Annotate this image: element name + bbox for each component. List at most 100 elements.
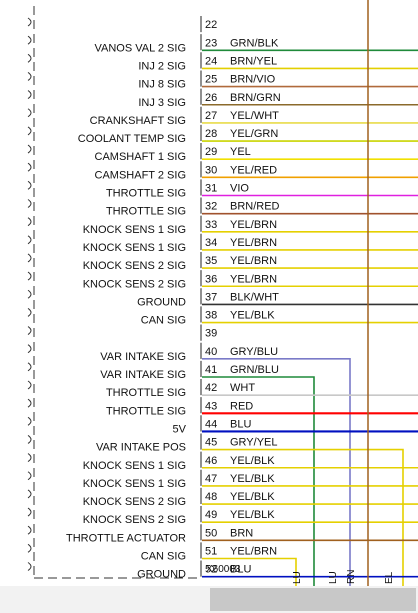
signal-label: INJ 3 SIG <box>138 97 186 109</box>
pin-number: 42 <box>205 382 217 394</box>
signal-label: THROTTLE SIG <box>106 405 186 417</box>
signal-label: VANOS VAL 2 SIG <box>95 42 187 54</box>
connector-id: X60003 <box>206 564 241 575</box>
connector-bracket <box>27 362 32 372</box>
pin-number: 27 <box>205 110 217 122</box>
connector-bracket <box>27 453 32 463</box>
pin-number: 51 <box>205 546 217 558</box>
signal-label: 5V <box>173 423 187 435</box>
wire-color-label: YEL/BLK <box>230 455 275 467</box>
pin-number: 45 <box>205 437 217 449</box>
connector-bracket <box>27 72 32 81</box>
wire-color-label: BRN/VIO <box>230 74 276 86</box>
pin-number: 41 <box>205 364 217 376</box>
pin-number: 30 <box>205 164 217 176</box>
pin-number: 52 <box>205 564 217 576</box>
pin-number: 49 <box>205 509 217 521</box>
connector-bracket <box>27 507 32 517</box>
wire-color-label: BRN/RED <box>230 201 280 213</box>
wire-color-label: GRN/BLK <box>230 37 279 49</box>
wire-color-label: YEL/WHT <box>230 110 279 122</box>
signal-label: VAR INTAKE SIG <box>100 351 186 363</box>
pin-number: 47 <box>205 473 217 485</box>
wire-color-label: BLU <box>230 418 251 430</box>
signal-label: GROUND <box>137 569 186 581</box>
signal-label: INJ 2 SIG <box>138 60 186 72</box>
connector-bracket <box>27 17 32 27</box>
pin-number: 25 <box>205 74 217 86</box>
wire-color-label: YEL/BRN <box>230 255 277 267</box>
wire-line <box>202 358 351 586</box>
wire-color-label: BLU <box>230 564 251 576</box>
connector-bracket <box>27 326 32 335</box>
wire-color-label: GRY/YEL <box>230 437 278 449</box>
wire-color-label: YEL/BRN <box>230 273 277 285</box>
connector-bracket <box>27 380 32 390</box>
connector-bracket <box>27 471 32 481</box>
pin-number: 36 <box>205 273 217 285</box>
signal-label: KNOCK SENS 1 SIG <box>83 224 186 236</box>
connector-bracket <box>27 489 32 499</box>
wire-color-label: BLK/WHT <box>230 291 279 303</box>
wire-color-label: RED <box>230 400 253 412</box>
pin-number: 35 <box>205 255 217 267</box>
wires-layer <box>202 49 418 586</box>
vertical-wire-label: LU <box>292 571 303 584</box>
signal-label: KNOCK SENS 1 SIG <box>83 460 186 472</box>
connector-bracket <box>27 162 32 172</box>
pin-number: 28 <box>205 128 217 140</box>
pin-number: 26 <box>205 92 217 104</box>
connector-bracket <box>27 344 32 354</box>
horizontal-scrollbar[interactable] <box>0 586 418 613</box>
scrollbar-thumb[interactable] <box>210 588 416 611</box>
connector-bracket <box>27 90 32 100</box>
signal-label: CAN SIG <box>141 315 186 327</box>
connector-bracket <box>27 525 32 535</box>
wire-color-label: VIO <box>230 183 249 195</box>
wire-color-label: YEL/BLK <box>230 473 275 485</box>
wire-color-label: GRY/BLU <box>230 346 278 358</box>
signal-label: CRANKSHAFT SIG <box>90 115 186 127</box>
connector-bracket <box>27 35 32 45</box>
connector-bracket <box>27 235 32 245</box>
wire-color-label: GRN/BLU <box>230 364 279 376</box>
connector-bracket <box>27 253 32 263</box>
signal-label: KNOCK SENS 2 SIG <box>83 514 186 526</box>
connector-bracket <box>27 126 32 136</box>
connector-bracket <box>27 435 32 444</box>
wire-color-label: YEL/RED <box>230 164 277 176</box>
signal-label: CAMSHAFT 1 SIG <box>95 151 186 163</box>
pin-number: 22 <box>205 19 217 31</box>
signal-label: KNOCK SENS 2 SIG <box>83 260 186 272</box>
pin-number: 38 <box>205 310 217 322</box>
connector-bracket <box>27 271 32 281</box>
connector-bracket <box>27 180 32 190</box>
connector-bracket <box>27 398 32 408</box>
signal-label: CAMSHAFT 2 SIG <box>95 169 186 181</box>
connector-bracket <box>27 416 32 426</box>
pin-number: 43 <box>205 400 217 412</box>
connector-bracket <box>27 144 32 154</box>
connector-bracket <box>27 217 32 227</box>
wire-color-label: YEL/BLK <box>230 509 275 521</box>
connector-bracket <box>27 108 32 118</box>
signal-label: KNOCK SENS 2 SIG <box>83 496 186 508</box>
pin-number: 44 <box>205 418 217 430</box>
connector-bracket <box>27 199 32 208</box>
pin-number: 23 <box>205 37 217 49</box>
pin-number: 24 <box>205 55 217 67</box>
signal-label: KNOCK SENS 1 SIG <box>83 242 186 254</box>
signal-label: VAR INTAKE POS <box>96 442 186 454</box>
connector-bracket <box>27 307 32 317</box>
wire-line <box>202 376 315 586</box>
signal-label: GROUND <box>137 296 186 308</box>
wire-color-label: YEL/BRN <box>230 219 277 231</box>
signal-label: KNOCK SENS 1 SIG <box>83 478 186 490</box>
pin-number: 40 <box>205 346 217 358</box>
connector-bracket <box>27 53 32 63</box>
pin-number: 33 <box>205 219 217 231</box>
pin-number: 48 <box>205 491 217 503</box>
connector-bracket <box>27 289 32 299</box>
wire-color-label: YEL/BLK <box>230 491 275 503</box>
